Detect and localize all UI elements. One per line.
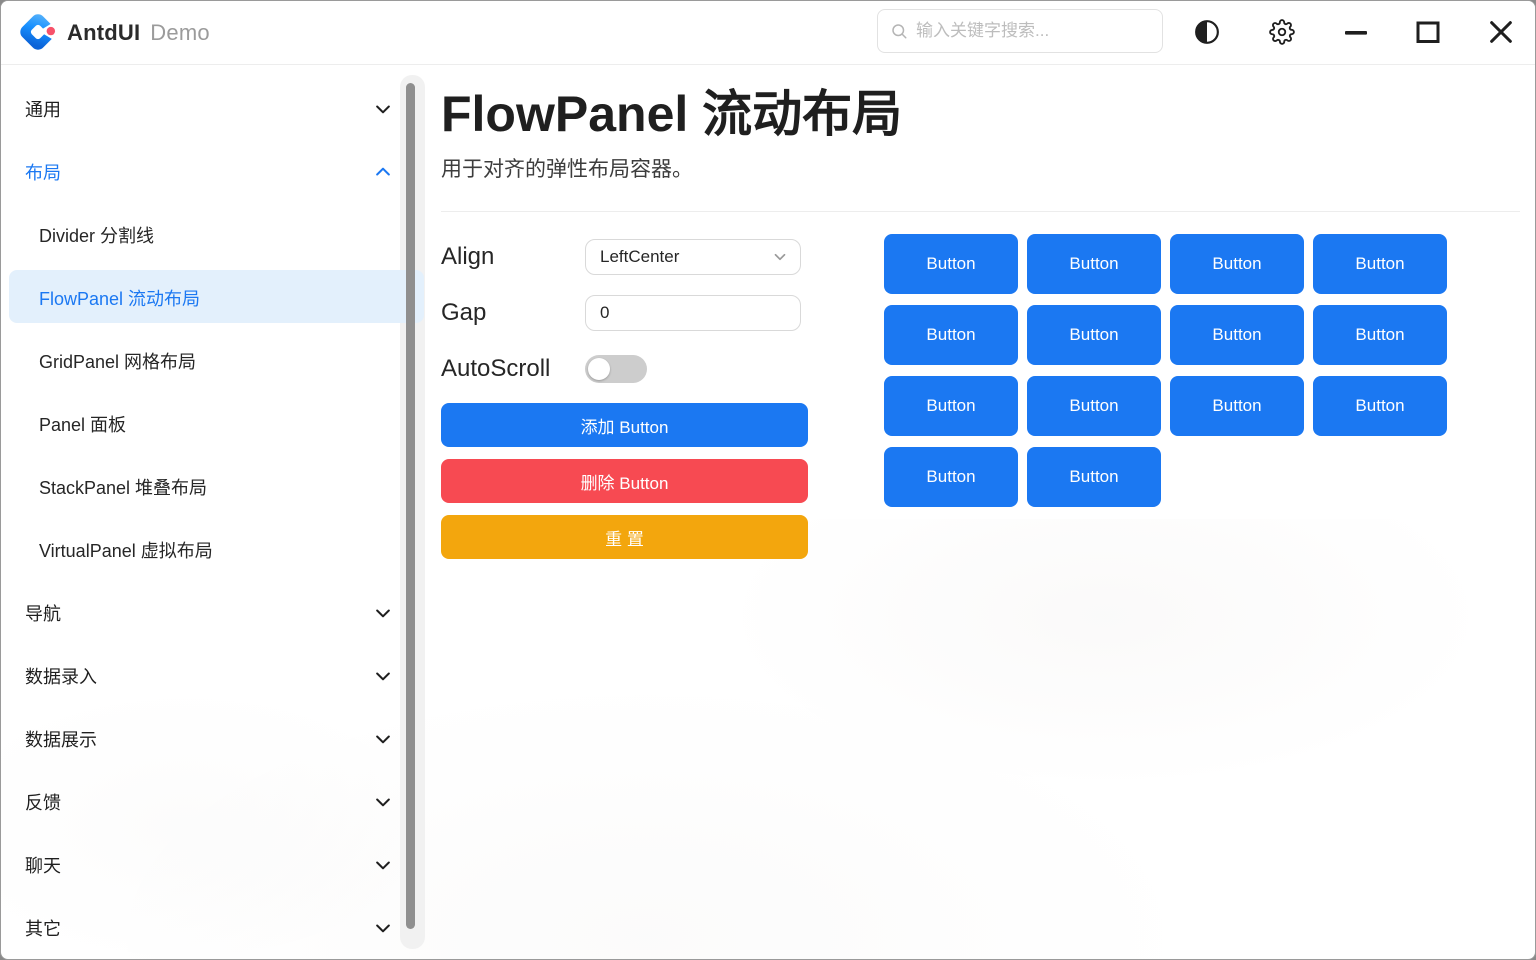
sidebar-group-item[interactable]: 其它: [1, 896, 426, 959]
sidebar-item-label: 其它: [25, 918, 61, 939]
reset-button[interactable]: 重 置: [441, 515, 808, 559]
autoscroll-row: AutoScroll: [441, 355, 808, 383]
remove-button[interactable]: 删除 Button: [441, 459, 808, 503]
sidebar-item-label: 数据展示: [25, 729, 97, 750]
header-divider: [441, 211, 1520, 212]
flow-demo-button[interactable]: Button: [884, 376, 1018, 436]
search-icon: [890, 22, 908, 40]
close-button[interactable]: [1486, 17, 1516, 47]
sidebar-item-label: Divider 分割线: [39, 225, 155, 246]
maximize-button[interactable]: [1413, 17, 1443, 47]
close-icon: [1487, 18, 1515, 46]
autoscroll-toggle[interactable]: [585, 355, 647, 383]
align-row: Align LeftCenter: [441, 239, 808, 275]
search-box[interactable]: [877, 9, 1163, 53]
sidebar-sub-item[interactable]: FlowPanel 流动布局: [1, 266, 426, 329]
add-button[interactable]: 添加 Button: [441, 403, 808, 447]
sidebar-group-item[interactable]: 数据录入: [1, 644, 426, 707]
theme-toggle-button[interactable]: [1192, 17, 1222, 47]
flow-demo-button[interactable]: Button: [1027, 305, 1161, 365]
sidebar-item-label: 导航: [25, 603, 61, 624]
sidebar-item-label: FlowPanel 流动布局: [39, 288, 201, 309]
minimize-button[interactable]: [1341, 17, 1371, 47]
sidebar-item-label: 通用: [25, 99, 61, 120]
chevron-down-icon: [373, 666, 393, 686]
sidebar-item-label: Panel 面板: [39, 414, 127, 435]
theme-half-circle-icon: [1194, 19, 1220, 45]
brand-name: AntdUI: [67, 20, 141, 45]
align-label: Align: [441, 243, 495, 270]
titlebar: AntdUI Demo: [1, 1, 1535, 65]
sidebar-group-item[interactable]: 数据展示: [1, 707, 426, 770]
main-content: FlowPanel 流动布局 用于对齐的弹性布局容器。 Align LeftCe…: [426, 65, 1535, 959]
page-title: FlowPanel 流动布局: [441, 86, 903, 142]
flow-demo-button[interactable]: Button: [1313, 234, 1447, 294]
sidebar-menu: 通用布局 Divider 分割线 FlowPanel 流动布局 GridPanel 网…: [1, 65, 426, 959]
sidebar-sub-item[interactable]: Divider 分割线: [1, 203, 426, 266]
sidebar: 通用布局 Divider 分割线 FlowPanel 流动布局 GridPanel 网…: [1, 65, 426, 959]
sidebar-group-item[interactable]: 反馈: [1, 770, 426, 833]
chevron-down-icon: [771, 248, 789, 266]
minimize-icon: [1342, 18, 1370, 46]
sidebar-item-label: StackPanel 堆叠布局: [39, 477, 208, 498]
search-input[interactable]: [916, 21, 1150, 41]
sidebar-group-item[interactable]: 导航: [1, 581, 426, 644]
sidebar-item-label: 反馈: [25, 792, 61, 813]
flow-demo-button[interactable]: Button: [1027, 447, 1161, 507]
chevron-down-icon: [373, 603, 393, 623]
flow-demo-button[interactable]: Button: [884, 305, 1018, 365]
flow-demo-button[interactable]: Button: [884, 234, 1018, 294]
flow-demo-button[interactable]: Button: [1313, 376, 1447, 436]
gap-input[interactable]: [585, 295, 801, 331]
sidebar-sub-item[interactable]: GridPanel 网格布局: [1, 329, 426, 392]
sidebar-item-label: VirtualPanel 虚拟布局: [39, 540, 213, 561]
sidebar-item-label: 数据录入: [25, 666, 97, 687]
sidebar-sub-item[interactable]: VirtualPanel 虚拟布局: [1, 518, 426, 581]
app-title: AntdUI Demo: [67, 17, 210, 49]
chevron-down-icon: [373, 792, 393, 812]
flow-demo-button[interactable]: Button: [1027, 234, 1161, 294]
sidebar-sub-item[interactable]: StackPanel 堆叠布局: [1, 455, 426, 518]
gap-label: Gap: [441, 299, 487, 326]
brand-suffix: Demo: [150, 20, 210, 45]
flow-demo-button[interactable]: Button: [1313, 305, 1447, 365]
maximize-icon: [1414, 18, 1442, 46]
autoscroll-label: AutoScroll: [441, 355, 551, 382]
flow-demo-button[interactable]: Button: [1027, 376, 1161, 436]
chevron-down-icon: [373, 918, 393, 938]
gear-icon: [1269, 19, 1295, 45]
chevron-up-icon: [373, 162, 393, 182]
sidebar-item-label: 布局: [25, 162, 61, 183]
sidebar-group-item[interactable]: 聊天: [1, 833, 426, 896]
toggle-knob: [588, 358, 610, 380]
sidebar-item-label: GridPanel 网格布局: [39, 351, 197, 372]
chevron-down-icon: [373, 855, 393, 875]
sidebar-item-label: 聊天: [25, 855, 61, 876]
flow-demo-button[interactable]: Button: [1170, 305, 1304, 365]
gap-row: Gap: [441, 295, 808, 331]
sidebar-group-item[interactable]: 通用: [1, 77, 426, 140]
page-subtitle: 用于对齐的弹性布局容器。: [441, 158, 693, 181]
app-logo-icon: [16, 10, 60, 54]
flow-demo-button[interactable]: Button: [1170, 234, 1304, 294]
align-select-value: LeftCenter: [600, 247, 680, 266]
sidebar-group-item[interactable]: 布局: [1, 140, 426, 203]
flow-demo-button[interactable]: Button: [1170, 376, 1304, 436]
controls-panel: Align LeftCenter Gap AutoScroll 添加 Butto…: [441, 239, 808, 571]
sidebar-scrollbar-thumb[interactable]: [406, 83, 415, 929]
chevron-down-icon: [373, 99, 393, 119]
flow-demo-button[interactable]: Button: [884, 447, 1018, 507]
chevron-down-icon: [373, 729, 393, 749]
sidebar-sub-item[interactable]: Panel 面板: [1, 392, 426, 455]
settings-button[interactable]: [1267, 17, 1297, 47]
align-select[interactable]: LeftCenter: [585, 239, 801, 275]
